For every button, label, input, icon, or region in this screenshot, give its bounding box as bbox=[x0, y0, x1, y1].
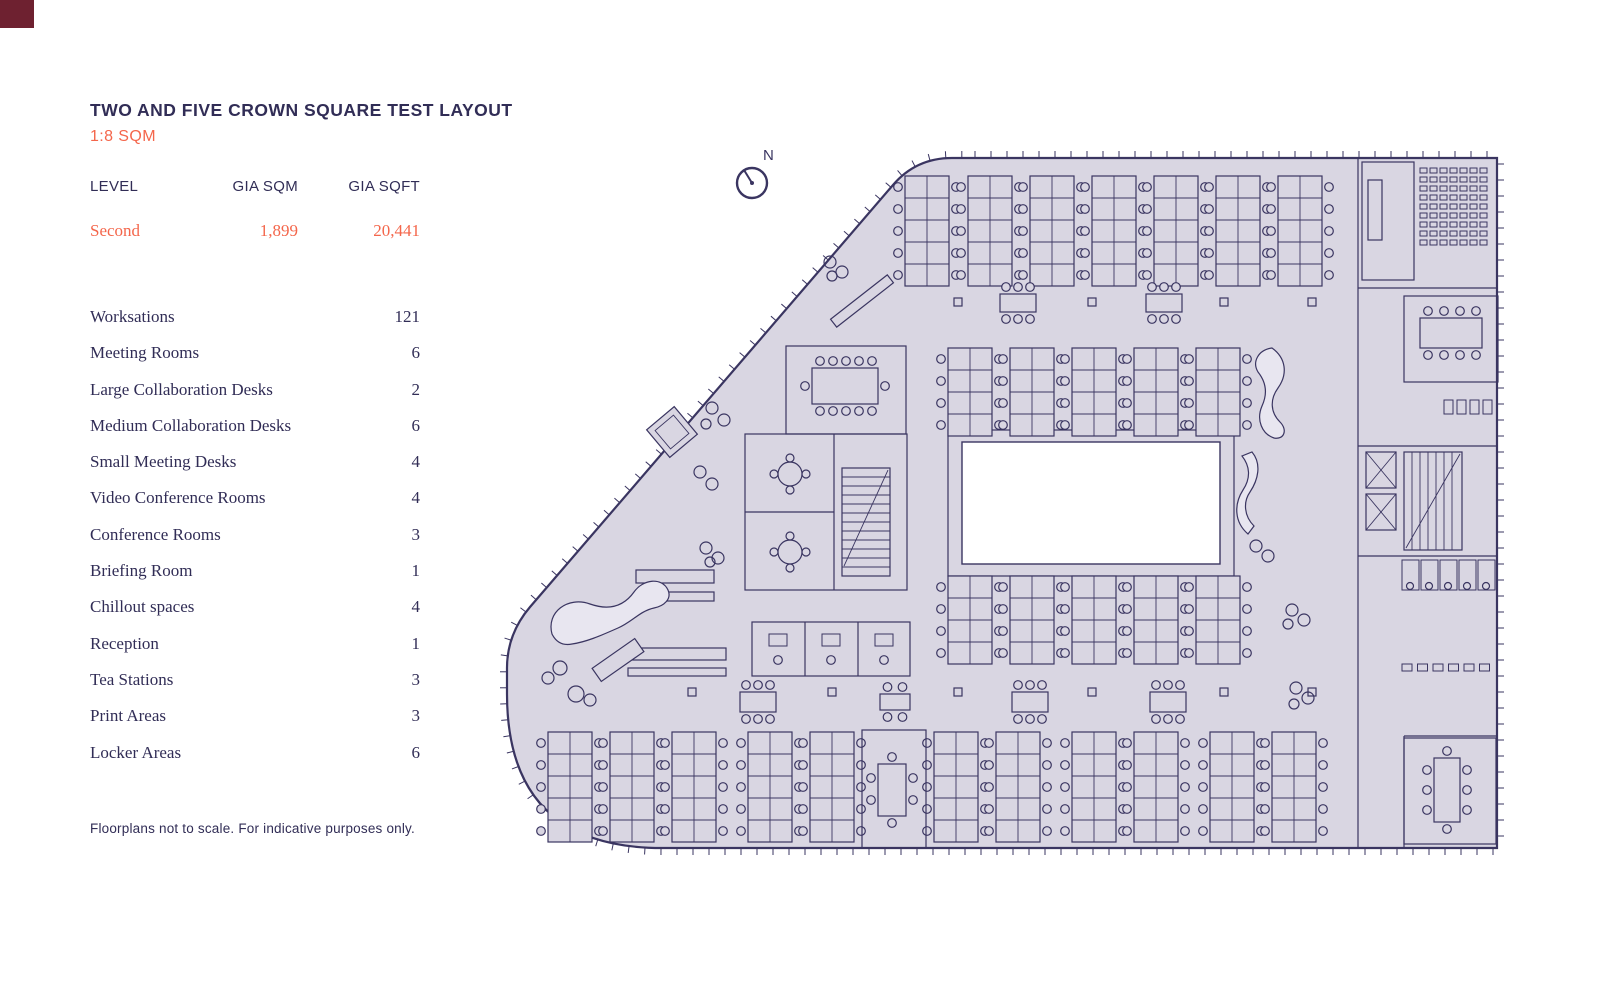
stat-value: 1 bbox=[411, 561, 421, 581]
atrium-void bbox=[961, 441, 1221, 565]
gia-table-header: LEVEL GIA SQM GIA SQFT bbox=[90, 178, 420, 195]
level-value: Second bbox=[90, 221, 141, 240]
stat-row: Print Areas 3 bbox=[90, 698, 420, 734]
footnote: Floorplans not to scale. For indicative … bbox=[90, 820, 415, 836]
stat-value: 3 bbox=[411, 524, 421, 544]
stat-row: Worksations 121 bbox=[90, 299, 420, 335]
plan-linework bbox=[500, 151, 1504, 856]
stat-value: 6 bbox=[411, 343, 421, 363]
logo-block bbox=[0, 0, 34, 28]
stat-row: Tea Stations 3 bbox=[90, 662, 420, 698]
stat-row: Briefing Room 1 bbox=[90, 553, 420, 589]
north-label: N bbox=[763, 147, 774, 164]
stat-label: Briefing Room bbox=[90, 561, 193, 581]
stat-row: Meeting Rooms 6 bbox=[90, 335, 420, 371]
north-arrow: N bbox=[735, 147, 774, 200]
stat-label: Locker Areas bbox=[90, 742, 182, 762]
stat-label: Chillout spaces bbox=[90, 597, 195, 617]
stat-label: Large Collaboration Desks bbox=[90, 379, 273, 399]
stat-value: 121 bbox=[394, 307, 421, 326]
stat-label: Tea Stations bbox=[90, 669, 174, 689]
stat-row: Large Collaboration Desks 2 bbox=[90, 372, 420, 408]
stat-row: Video Conference Rooms 4 bbox=[90, 480, 420, 516]
stat-row: Locker Areas 6 bbox=[90, 735, 420, 771]
stat-row: Small Meeting Desks 4 bbox=[90, 444, 420, 480]
stat-value: 1 bbox=[411, 633, 421, 653]
page-title: TWO AND FIVE CROWN SQUARE TEST LAYOUT bbox=[90, 100, 513, 120]
stat-label: Print Areas bbox=[90, 706, 167, 726]
stat-label: Reception bbox=[90, 633, 159, 653]
stat-value: 4 bbox=[411, 488, 421, 508]
stat-row: Reception 1 bbox=[90, 626, 420, 662]
stat-row: Conference Rooms 3 bbox=[90, 517, 420, 553]
stat-label: Small Meeting Desks bbox=[90, 452, 237, 472]
stat-label: Video Conference Rooms bbox=[90, 488, 266, 508]
gia-sqm-value: 1,899 bbox=[259, 221, 298, 240]
col-gia-sqm: GIA SQM bbox=[232, 178, 298, 195]
gia-sqft-value: 20,441 bbox=[373, 221, 420, 240]
stat-value: 4 bbox=[411, 597, 421, 617]
stat-label: Meeting Rooms bbox=[90, 343, 200, 363]
stat-value: 2 bbox=[411, 379, 421, 399]
stat-row: Medium Collaboration Desks 6 bbox=[90, 408, 420, 444]
stat-label: Medium Collaboration Desks bbox=[90, 415, 292, 435]
col-level: LEVEL bbox=[90, 178, 139, 195]
info-panel: TWO AND FIVE CROWN SQUARE TEST LAYOUT 1:… bbox=[90, 100, 513, 836]
stat-label: Worksations bbox=[90, 307, 175, 326]
scale-subtitle: 1:8 SQM bbox=[90, 128, 156, 145]
stat-value: 4 bbox=[411, 452, 421, 472]
stat-value: 6 bbox=[411, 742, 421, 762]
stat-label: Conference Rooms bbox=[90, 524, 221, 544]
gia-table-row: Second 1,899 20,441 bbox=[90, 221, 420, 241]
stat-value: 3 bbox=[411, 669, 421, 689]
stat-value: 6 bbox=[411, 415, 421, 435]
col-gia-sqft: GIA SQFT bbox=[348, 178, 420, 195]
stat-value: 3 bbox=[411, 706, 421, 726]
stat-row: Chillout spaces 4 bbox=[90, 589, 420, 625]
